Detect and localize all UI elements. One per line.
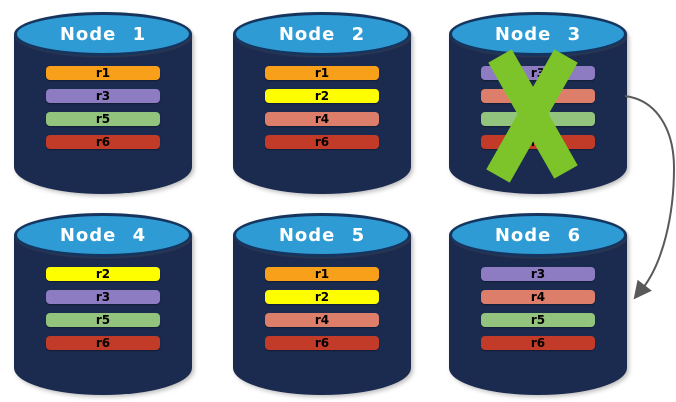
replica-bar-r6: r6 [265,336,379,350]
cylinder-top: Node 1 [14,12,192,56]
replica-bar-r1: r1 [265,66,379,80]
node-label: Node 1 [59,23,147,45]
failure-x-stroke [488,49,578,179]
cylinder-top: Node 6 [449,213,627,257]
replica-bar-r3: r3 [46,290,160,304]
node-1-cylinder: Node 1 r1 r3 r5 r6 [14,8,192,200]
cylinder-top: Node 4 [14,213,192,257]
replica-bar-r1: r1 [46,66,160,80]
replica-bar-r4: r4 [481,290,595,304]
replica-bar-r1: r1 [265,267,379,281]
replica-bar-r5: r5 [481,313,595,327]
cylinder-top: Node 3 [449,12,627,56]
replica-bar-r5: r5 [46,112,160,126]
replica-bar-r2: r2 [265,89,379,103]
replica-bar-r2: r2 [265,290,379,304]
replica-bar-r5: r5 [46,313,160,327]
node-4-cylinder: Node 4 r2 r3 r5 r6 [14,209,192,401]
replica-bar-r4: r4 [265,313,379,327]
replication-arrow-line [624,95,676,289]
replica-bar-r3: r3 [481,267,595,281]
failure-x-icon [486,49,578,183]
cylinder-top: Node 2 [233,12,411,56]
node-label: Node 4 [59,224,147,246]
replica-bar-r2: r2 [46,267,160,281]
node-6-cylinder: Node 6 r3 r4 r5 r6 [449,209,627,401]
replication-arrow-head [633,279,652,300]
node-2-cylinder: Node 2 r1 r2 r4 r6 [233,8,411,200]
replica-bar-r3: r3 [46,89,160,103]
node-label: Node 6 [494,224,582,246]
node-5-cylinder: Node 5 r1 r2 r4 r6 [233,209,411,401]
replica-bar-r6: r6 [265,135,379,149]
replica-bar-r6: r6 [46,135,160,149]
replica-bar-r6: r6 [46,336,160,350]
replica-bar-r4: r4 [265,112,379,126]
replica-bar-r6: r6 [481,336,595,350]
node-label: Node 5 [278,224,366,246]
cylinder-top: Node 5 [233,213,411,257]
node-label: Node 2 [278,23,366,45]
node-label: Node 3 [494,23,582,45]
node-3-cylinder: Node 3 r3 r4 r5 r6 [449,8,627,200]
